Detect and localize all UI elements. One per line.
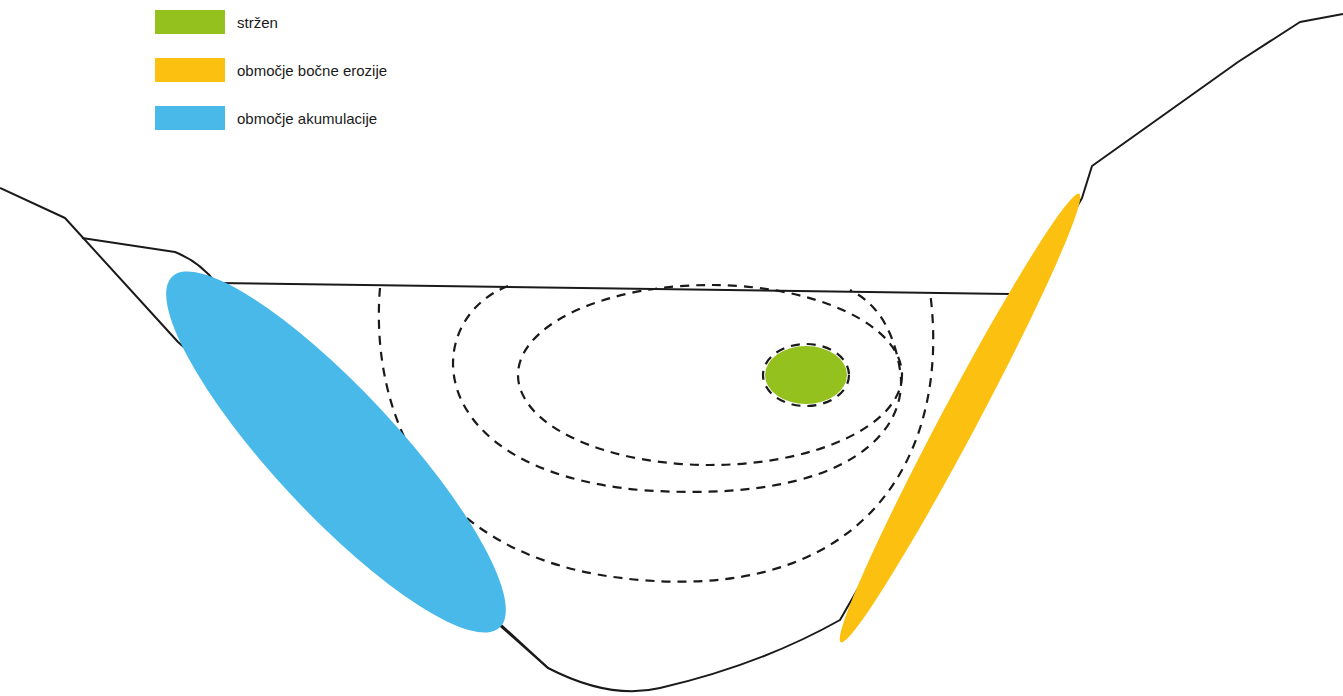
legend: stržen območje bočne erozije območje akumu… — [155, 10, 387, 154]
accumulation-zone — [127, 234, 545, 670]
legend-text: območje bočne erozije — [237, 62, 387, 79]
water-surface — [216, 283, 1010, 294]
velocity-isoline — [763, 344, 849, 406]
legend-text: območje akumulacije — [237, 110, 377, 127]
deposit-edge — [498, 622, 548, 668]
legend-row: stržen — [155, 10, 387, 34]
legend-row: območje bočne erozije — [155, 58, 387, 82]
legend-swatch — [155, 106, 225, 130]
legend-text: stržen — [237, 14, 278, 31]
valley-outline — [0, 14, 1343, 691]
legend-swatch — [155, 58, 225, 82]
thalweg — [765, 346, 847, 404]
lateral-erosion-zone — [825, 185, 1095, 650]
legend-row: območje akumulacije — [155, 106, 387, 130]
velocity-isoline — [453, 286, 901, 492]
legend-swatch — [155, 10, 225, 34]
velocity-isoline — [518, 285, 902, 465]
